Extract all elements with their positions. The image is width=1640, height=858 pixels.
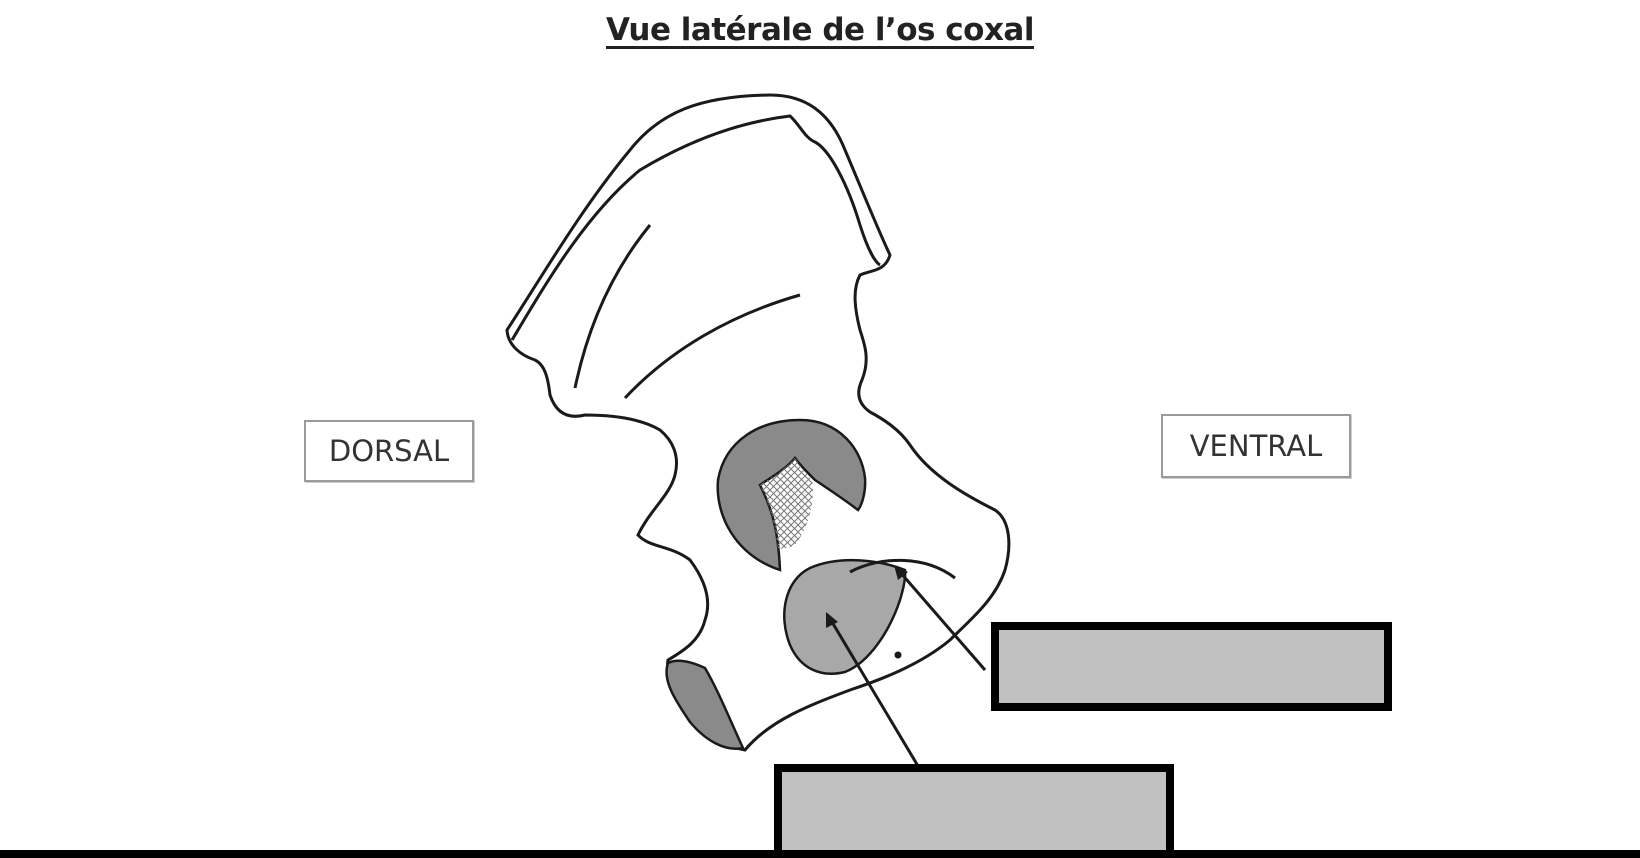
obturator-arc xyxy=(849,558,956,580)
diagram-title: Vue latérale de l’os coxal xyxy=(606,12,1034,48)
answer-box-lower[interactable] xyxy=(774,764,1174,858)
pointer-arrow-2 xyxy=(826,612,920,767)
ischial-tuberosity xyxy=(665,659,745,751)
obturator-dot xyxy=(894,651,902,659)
gluteal-line-posterior xyxy=(573,224,652,389)
iliac-crest-line xyxy=(510,114,881,341)
obturator-foramen xyxy=(783,558,907,675)
acetabulum-lunate-surface xyxy=(716,418,867,572)
bone-outline xyxy=(505,93,1011,752)
gluteal-line-anterior xyxy=(623,293,801,400)
acetabular-fossa xyxy=(760,458,813,549)
answer-box-upper[interactable] xyxy=(991,622,1392,711)
ventral-label: VENTRAL xyxy=(1161,414,1351,478)
pointer-arrow-1 xyxy=(894,565,987,671)
dorsal-label: DORSAL xyxy=(304,420,474,482)
bottom-divider xyxy=(0,850,1640,858)
